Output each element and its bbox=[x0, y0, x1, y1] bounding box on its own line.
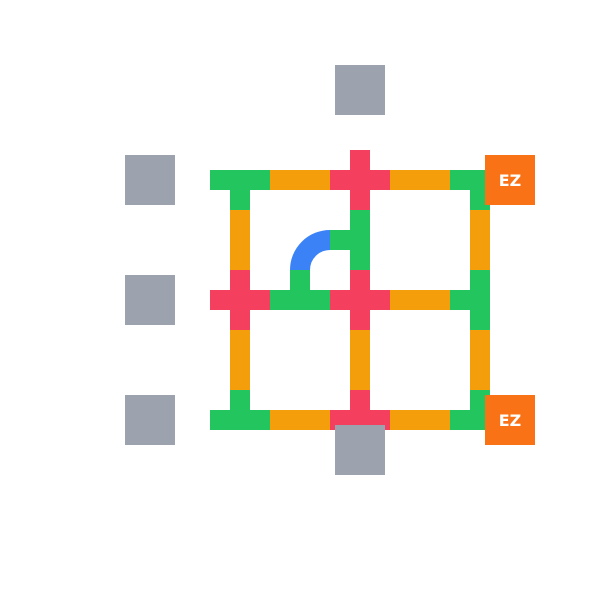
pipe-arm-s bbox=[230, 230, 250, 270]
pipe-arm-w bbox=[390, 290, 430, 310]
pipe-arm-w bbox=[210, 410, 250, 430]
pipe-arm-w bbox=[450, 290, 490, 310]
pipe-arm-w bbox=[270, 170, 310, 190]
exit-zone-right-0: EZ bbox=[485, 155, 535, 205]
curve-pipe-segment bbox=[290, 230, 331, 271]
pipe-tile-straight-r4c1[interactable] bbox=[270, 410, 330, 430]
pipe-arm-w bbox=[450, 170, 490, 190]
pipe-tile-tee-r4c0[interactable] bbox=[210, 390, 270, 430]
pipe-arm-s bbox=[470, 230, 490, 270]
pipe-arm-w bbox=[210, 290, 250, 310]
pipe-arm-w bbox=[330, 290, 370, 310]
pipe-tile-straight-r3c0[interactable] bbox=[230, 330, 250, 390]
exit-zone-right-4: EZ bbox=[485, 395, 535, 445]
exit-zone-box bbox=[485, 395, 535, 445]
pipe-tile-straight-r3c2[interactable] bbox=[350, 330, 370, 390]
pipe-arm-w bbox=[270, 290, 310, 310]
pipe-tile-straight-r0c1[interactable] bbox=[270, 170, 330, 190]
exit-zone-label: EZ bbox=[499, 411, 522, 430]
pipe-tile-straight-r4c3[interactable] bbox=[390, 410, 450, 430]
pipe-tile-tee-r2c1[interactable] bbox=[270, 270, 330, 310]
pipe-arm-w bbox=[270, 410, 310, 430]
pipe-tile-cross-r2c2[interactable] bbox=[330, 270, 390, 330]
source-block-top-2 bbox=[335, 65, 385, 115]
pipe-tile-tee-r0c0[interactable] bbox=[210, 170, 270, 210]
pipe-tile-straight-r1c4[interactable] bbox=[470, 210, 490, 270]
source-block-left-4 bbox=[125, 395, 175, 445]
pipe-tile-straight-r1c0[interactable] bbox=[230, 210, 250, 270]
pipe-arm-w bbox=[330, 230, 370, 250]
source-block-bottom-2 bbox=[335, 425, 385, 475]
pipe-tile-tee-r1c2[interactable] bbox=[330, 210, 370, 270]
pipe-arm-s bbox=[350, 350, 370, 390]
pipe-tile-curve-r1c1[interactable] bbox=[290, 230, 331, 271]
pipe-tile-straight-r3c4[interactable] bbox=[470, 330, 490, 390]
pipe-tile-straight-r0c3[interactable] bbox=[390, 170, 450, 190]
pipe-tile-cross-r2c0[interactable] bbox=[210, 270, 270, 330]
source-block-left-0 bbox=[125, 155, 175, 205]
pipe-tiles-layer bbox=[210, 150, 510, 450]
pipe-arm-w bbox=[210, 170, 250, 190]
pipe-arm-w bbox=[330, 170, 370, 190]
pipe-arm-w bbox=[390, 410, 430, 430]
pipe-arm-s bbox=[230, 350, 250, 390]
edge-blocks-layer: EZ EZ bbox=[125, 65, 535, 475]
exit-zone-label: EZ bbox=[499, 171, 522, 190]
pipe-tile-cross-r0c2[interactable] bbox=[330, 150, 390, 210]
pipe-arm-s bbox=[470, 350, 490, 390]
pipe-arm-w bbox=[390, 170, 430, 190]
pipe-tile-straight-r2c3[interactable] bbox=[390, 290, 450, 310]
exit-zone-box bbox=[485, 155, 535, 205]
pipe-tile-tee-r2c4[interactable] bbox=[450, 270, 490, 330]
pipe-arm-w bbox=[450, 410, 490, 430]
source-block-left-2 bbox=[125, 275, 175, 325]
